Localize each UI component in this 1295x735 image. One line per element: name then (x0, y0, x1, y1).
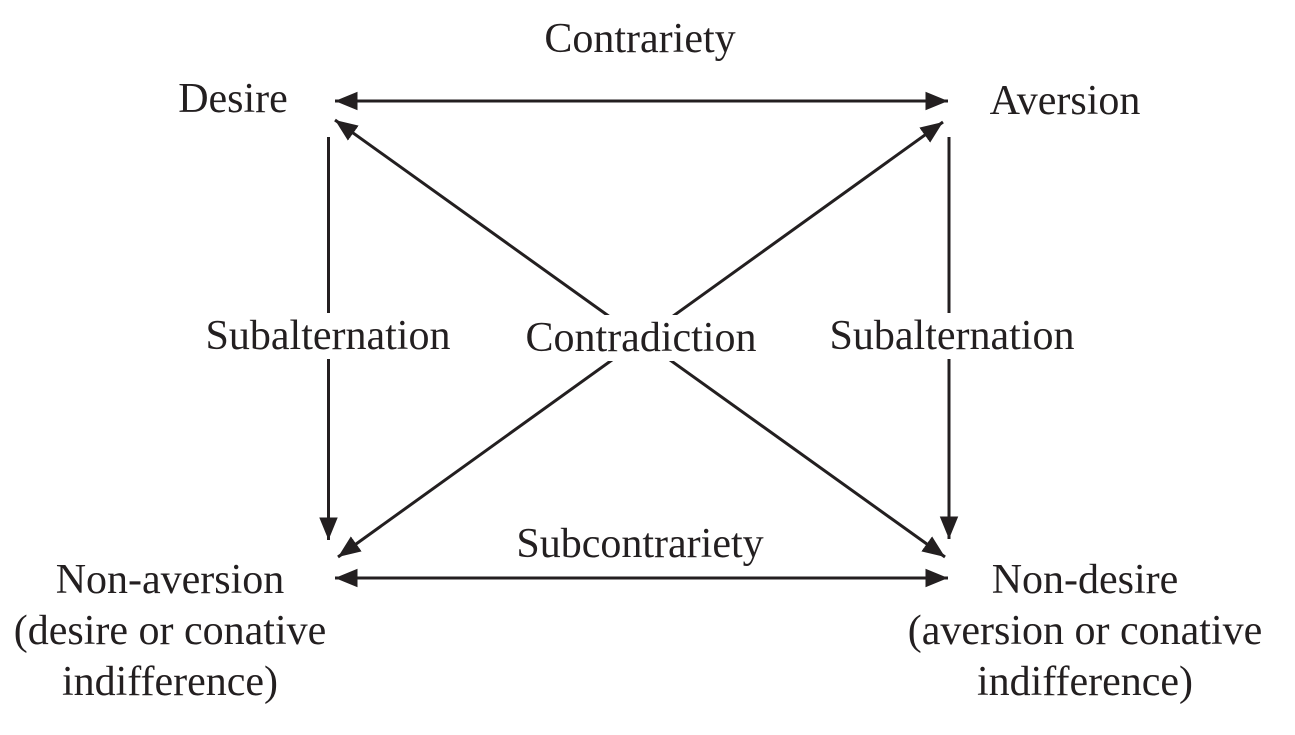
node-non-desire-line1: Non-desire (991, 557, 1179, 603)
subalternation-right-label: Subalternation (820, 313, 1084, 359)
node-non-aversion-line2: (desire or conative (13, 608, 327, 654)
subalternation-left-label: Subalternation (196, 313, 460, 359)
contradiction-label: Contradiction (516, 315, 766, 361)
contrariety-label: Contrariety (544, 16, 736, 62)
node-non-aversion-line3: indifference) (61, 659, 279, 705)
node-non-desire-line2: (aversion or conative (907, 608, 1263, 654)
node-non-desire-line3: indifference) (976, 659, 1194, 705)
node-non-desire-label: Non-desire (aversion or conative indiffe… (908, 555, 1263, 708)
subcontrariety-label: Subcontrariety (516, 521, 764, 567)
node-desire-label: Desire (178, 76, 288, 122)
node-non-aversion-line1: Non-aversion (55, 557, 285, 603)
node-non-aversion-label: Non-aversion (desire or conative indiffe… (14, 555, 327, 708)
node-aversion-label: Aversion (989, 78, 1141, 124)
